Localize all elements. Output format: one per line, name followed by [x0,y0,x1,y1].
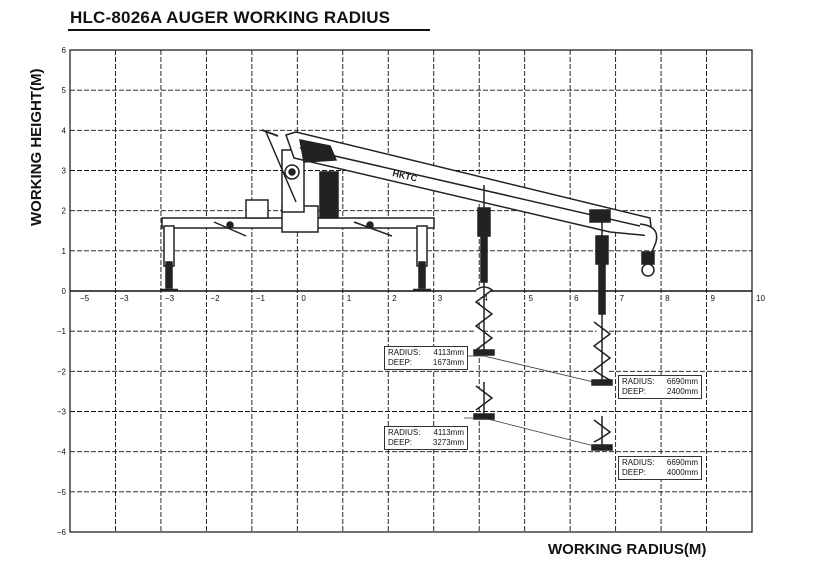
y-tick-label: 1 [62,247,67,256]
x-axis-label: WORKING RADIUS(M) [548,541,707,558]
x-tick-label: 6 [574,294,579,303]
radius-value: 4113mm [433,428,464,437]
x-tick-label: −3 [119,294,129,303]
deep-value: 4000mm [666,468,698,477]
x-tick-label: 0 [301,294,306,303]
x-tick-label: −1 [256,294,266,303]
radius-label: RADIUS: [388,428,421,437]
deep-label: DEEP: [388,358,413,367]
x-tick-label: 4 [483,294,488,303]
auger-left [473,185,495,420]
deep-label: DEEP: [622,387,647,396]
y-tick-label: 2 [62,207,67,216]
annotation-radius-6690-deep-2400: RADIUS: 6690mm DEEP: 2400mm [618,375,702,399]
leader-lines [464,355,603,449]
y-tick-label: −6 [57,528,67,537]
radius-label: RADIUS: [622,458,655,467]
x-tick-label: 1 [347,294,352,303]
y-tick-label: −4 [57,448,67,457]
y-tick-label: 5 [62,86,67,95]
auger-right [591,216,613,451]
x-tick-label: −3 [165,294,175,303]
x-tick-label: 5 [529,294,534,303]
radius-value: 6690mm [666,458,698,467]
deep-label: DEEP: [622,468,647,477]
radius-value: 6690mm [666,377,698,386]
annotation-radius-6690-deep-4000: RADIUS: 6690mm DEEP: 4000mm [618,456,702,480]
y-tick-label: 3 [62,167,67,176]
x-tick-label: 3 [438,294,443,303]
y-tick-label: 4 [62,126,67,135]
radius-value: 4113mm [433,348,464,357]
radius-label: RADIUS: [622,377,655,386]
deep-value: 3273mm [432,438,464,447]
x-tick-label: 10 [756,294,765,303]
x-tick-label: 7 [620,294,625,303]
x-tick-label: 9 [711,294,716,303]
annotation-radius-4113-deep-3273: RADIUS: 4113mm DEEP: 3273mm [384,426,468,450]
crane-mast [261,129,339,219]
x-tick-label: −5 [80,294,90,303]
y-tick-label: 6 [62,46,67,55]
x-tick-label: −2 [210,294,220,303]
y-tick-label: −1 [57,327,67,336]
y-tick-label: −3 [57,408,67,417]
crane-base [160,199,435,292]
title-underline [68,29,430,31]
deep-label: DEEP: [388,438,413,447]
y-tick-label: −5 [57,488,67,497]
radius-label: RADIUS: [388,348,421,357]
y-tick-label: −2 [57,367,67,376]
deep-value: 2400mm [666,387,698,396]
diagram-title: HLC-8026A AUGER WORKING RADIUS [70,8,391,27]
crane-boom [285,131,658,277]
x-tick-label: 8 [665,294,670,303]
x-tick-label: 2 [392,294,397,303]
y-tick-label: 0 [62,287,67,296]
deep-value: 1673mm [432,358,464,367]
annotation-radius-4113-deep-1673: RADIUS: 4113mm DEEP: 1673mm [384,346,468,370]
